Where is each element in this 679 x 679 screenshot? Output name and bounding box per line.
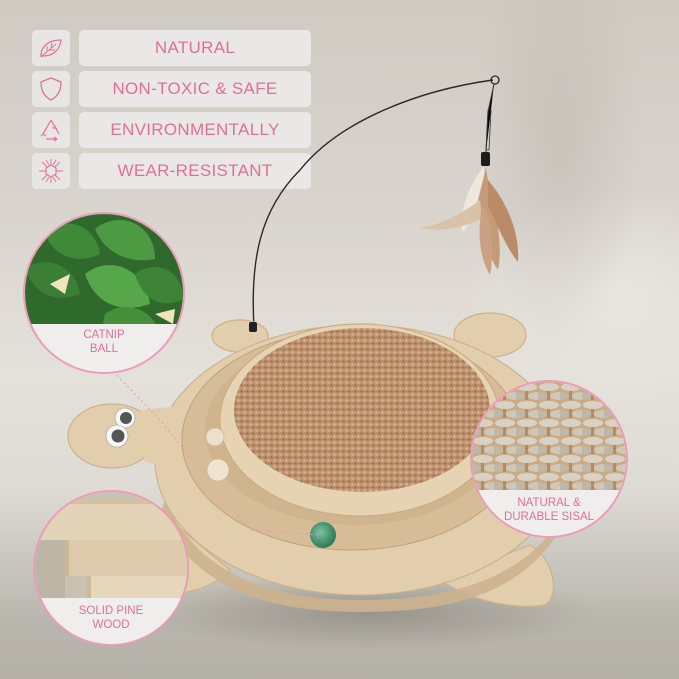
callout-caption: NATURAL & DURABLE SISAL xyxy=(472,490,626,536)
caption-line: NATURAL & xyxy=(517,497,581,509)
pine-planks-image xyxy=(35,492,187,607)
feather-toy xyxy=(420,166,519,275)
feature-environmental: ENVIRONMENTALLY xyxy=(32,112,311,148)
catnip-ball xyxy=(310,522,336,548)
wand-wire xyxy=(252,79,494,328)
feature-non-toxic: NON-TOXIC & SAFE xyxy=(32,71,311,107)
feature-label: NATURAL xyxy=(79,30,311,66)
feature-wear-resistant: WEAR-RESISTANT xyxy=(32,153,311,189)
wear-resistant-icon xyxy=(32,153,70,189)
caption-line: WOOD xyxy=(92,619,130,631)
catnip-leaves-image xyxy=(25,214,183,336)
callout-catnip-ball: CATNIP BALL xyxy=(23,212,185,374)
callout-caption: SOLID PINE WOOD xyxy=(35,598,187,644)
feature-label: NON-TOXIC & SAFE xyxy=(79,71,311,107)
feature-label: WEAR-RESISTANT xyxy=(79,153,311,189)
googly-eyes xyxy=(105,407,136,448)
feature-label: ENVIRONMENTALLY xyxy=(79,112,311,148)
wood-ball xyxy=(205,427,225,447)
callout-caption: CATNIP BALL xyxy=(25,324,183,372)
caption-line: CATNIP xyxy=(83,329,125,341)
feather-cap xyxy=(481,152,490,166)
sisal-scratch-pad xyxy=(234,328,490,492)
wood-ball xyxy=(206,458,230,482)
recycle-icon xyxy=(32,112,70,148)
caption-line: BALL xyxy=(89,343,119,355)
caption-line: DURABLE SISAL xyxy=(503,511,595,523)
wand-ring xyxy=(490,75,500,85)
sisal-weave-image xyxy=(472,382,626,494)
shield-icon xyxy=(32,71,70,107)
callout-sisal: NATURAL & DURABLE SISAL xyxy=(470,380,628,538)
callout-solid-pine: SOLID PINE WOOD xyxy=(33,490,189,646)
caption-line: SOLID PINE xyxy=(78,605,144,617)
wand-peg xyxy=(249,322,257,332)
feature-natural: NATURAL xyxy=(32,30,311,66)
leaf-icon xyxy=(32,30,70,66)
